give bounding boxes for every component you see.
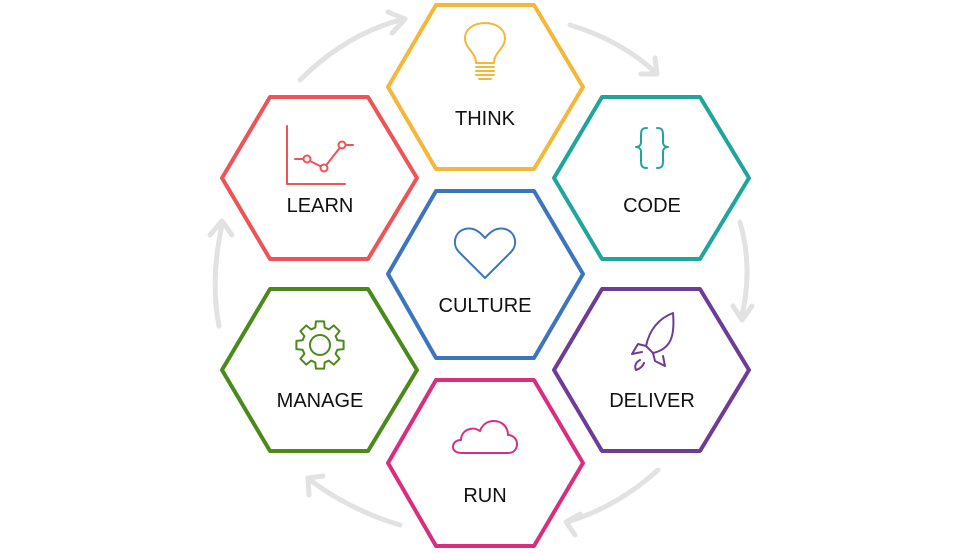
hexagon-think-label: THINK	[455, 108, 516, 130]
hexagon-learn-outline	[220, 95, 419, 261]
hexagon-learn: LEARN	[220, 95, 419, 261]
hexagon-learn-label: LEARN	[287, 195, 354, 217]
hexagon-think-outline	[386, 3, 585, 171]
hexagon-code-label: CODE	[623, 195, 681, 217]
hexagon-manage-outline	[220, 287, 419, 453]
lightbulb-icon	[464, 22, 506, 80]
rocket-icon	[631, 312, 675, 371]
hexagon-culture: CULTURE	[386, 189, 585, 360]
hexagon-manage: MANAGE	[220, 287, 419, 453]
cycle-arrows	[207, 9, 755, 538]
hexagon-run-label: RUN	[463, 485, 506, 507]
hexagon-deliver-outline	[552, 287, 751, 453]
hexagon-run: RUN	[386, 378, 585, 548]
hexagon-deliver: DELIVER	[552, 287, 751, 453]
curly-braces-icon	[635, 127, 669, 169]
gear-icon	[295, 320, 345, 370]
hexagon-code-outline	[552, 95, 751, 261]
hexagon-manage-label: MANAGE	[277, 390, 364, 412]
hexagon-run-outline	[386, 378, 585, 548]
hexagon-culture-label: CULTURE	[439, 295, 532, 317]
cycle-arrow-think-to-code	[567, 22, 660, 77]
cycle-arrow-learn-to-think	[297, 9, 408, 83]
cycle-arrow-deliver-to-run	[563, 467, 661, 538]
cycle-arrow-run-to-manage	[305, 473, 403, 528]
hexagon-deliver-label: DELIVER	[609, 390, 695, 412]
cycle-arrow-code-to-deliver	[730, 219, 755, 323]
hexagon-code: CODE	[552, 95, 751, 261]
cloud-icon	[452, 420, 518, 454]
heart-icon	[453, 227, 517, 279]
line-chart-icon	[286, 125, 354, 185]
hexagon-culture-outline	[386, 189, 585, 360]
cycle-arrow-manage-to-learn	[207, 218, 235, 329]
gear-teeth-outline	[295, 320, 345, 370]
hexagon-think: THINK	[386, 3, 585, 171]
